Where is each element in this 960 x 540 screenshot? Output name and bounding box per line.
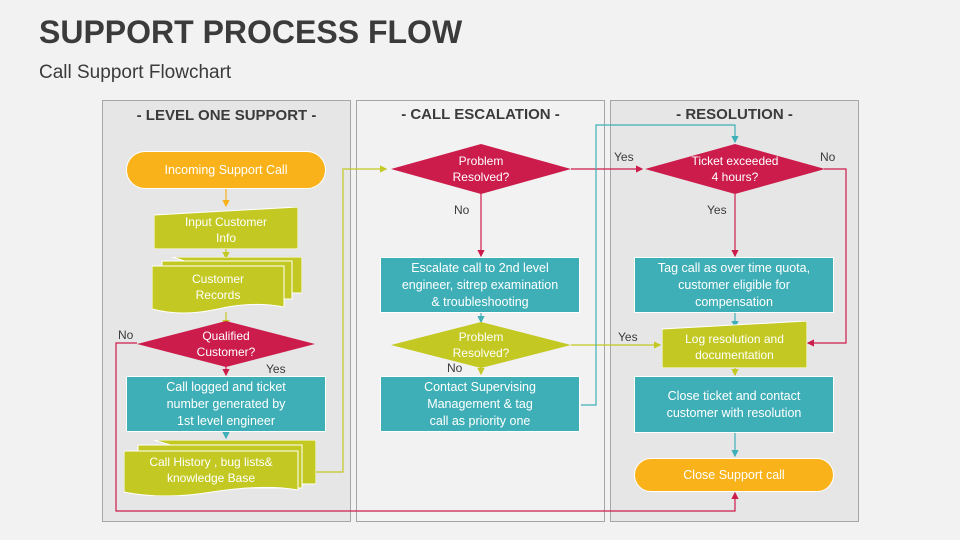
edge-label-yes: Yes (614, 150, 634, 164)
decision-diamond (391, 144, 571, 194)
node-tag-call: Tag call as over time quota, customer el… (634, 257, 834, 313)
multi-document-shape (151, 256, 303, 314)
node-input-customer-info: Input Customer Info (153, 206, 299, 250)
decision-diamond (391, 322, 571, 368)
multi-document-shape (123, 439, 317, 497)
node-label: Input Customer Info (184, 215, 268, 245)
node-incoming-support-call: Incoming Support Call (126, 151, 326, 189)
node-label: Close Support call (683, 467, 785, 482)
node-label: Ticket exceeded 4 hours? (691, 154, 779, 184)
node-label: Tag call as over time quota, customer el… (657, 260, 811, 309)
node-customer-records: Customer Records (151, 256, 303, 315)
page-title: SUPPORT PROCESS FLOW (39, 14, 463, 50)
lane-title: - RESOLUTION - (676, 106, 793, 123)
lane-title: - LEVEL ONE SUPPORT - (136, 107, 317, 124)
decision-diamond (137, 321, 315, 367)
node-label: Qualified Customer? (196, 329, 256, 359)
decision-diamond (645, 144, 825, 194)
node-problem-resolved-1: Problem Resolved? (391, 144, 571, 194)
node-call-history: Call History , bug lists& knowledge Base (123, 439, 317, 497)
node-call-logged: Call logged and ticket number generated … (126, 376, 326, 432)
node-label: Customer Records (191, 272, 244, 302)
node-close-support-call: Close Support call (634, 458, 834, 492)
node-close-ticket: Close ticket and contact customer with r… (634, 376, 834, 433)
lane-title: - CALL ESCALATION - (401, 106, 560, 123)
node-qualified-customer: Qualified Customer? (137, 321, 315, 367)
edge-label-yes: Yes (618, 330, 638, 344)
edge-label-yes: Yes (707, 203, 727, 217)
page-subtitle: Call Support Flowchart (39, 62, 232, 83)
node-escalate-call: Escalate call to 2nd level engineer, sit… (380, 257, 580, 313)
node-label: Problem Resolved? (452, 330, 510, 360)
edge-label-no: No (820, 150, 836, 164)
node-problem-resolved-2: Problem Resolved? (391, 322, 571, 368)
edge-label-no: No (118, 328, 134, 342)
edge-label-no: No (447, 361, 463, 375)
node-label: Close ticket and contact customer with r… (666, 388, 802, 420)
node-label: Escalate call to 2nd level engineer, sit… (401, 260, 559, 309)
node-label: Contact Supervising Management & tag cal… (424, 379, 536, 428)
node-label: Incoming Support Call (164, 162, 288, 177)
node-label: Log resolution and documentation (685, 331, 784, 362)
node-contact-supervising: Contact Supervising Management & tag cal… (380, 376, 580, 432)
node-label: Call History , bug lists& knowledge Base (149, 455, 273, 485)
node-ticket-exceeded: Ticket exceeded 4 hours? (645, 144, 825, 194)
edge-label-no: No (454, 203, 470, 217)
node-label: Call logged and ticket number generated … (166, 379, 286, 428)
edge-label-yes: Yes (266, 362, 286, 376)
node-log-resolution: Log resolution and documentation (661, 320, 808, 369)
node-label: Problem Resolved? (452, 154, 510, 184)
